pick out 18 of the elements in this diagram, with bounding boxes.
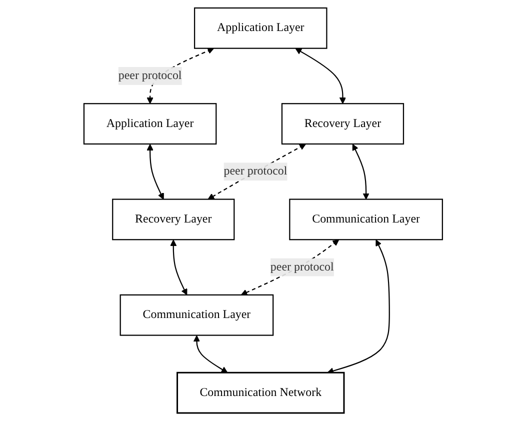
arrow [147,144,164,200]
edge-label: peer protocol [118,69,182,82]
arrow [194,335,228,373]
arrow [170,240,188,296]
node-box: Recovery Layer [282,103,404,145]
edge-label: peer protocol [224,164,288,178]
arrow [208,144,306,200]
arrow [352,144,370,200]
arrow [327,240,390,374]
arrow [241,240,340,296]
node-box: Communication Network [176,372,346,414]
node-box: Communication Layer [120,294,274,336]
edge-label: peer protocol [270,260,334,274]
node-box: Recovery Layer [112,198,235,240]
arrow [296,48,346,104]
node-box: Application Layer [194,7,328,49]
node-box: Communication Layer [289,198,444,240]
node-box: Application Layer [84,103,217,145]
